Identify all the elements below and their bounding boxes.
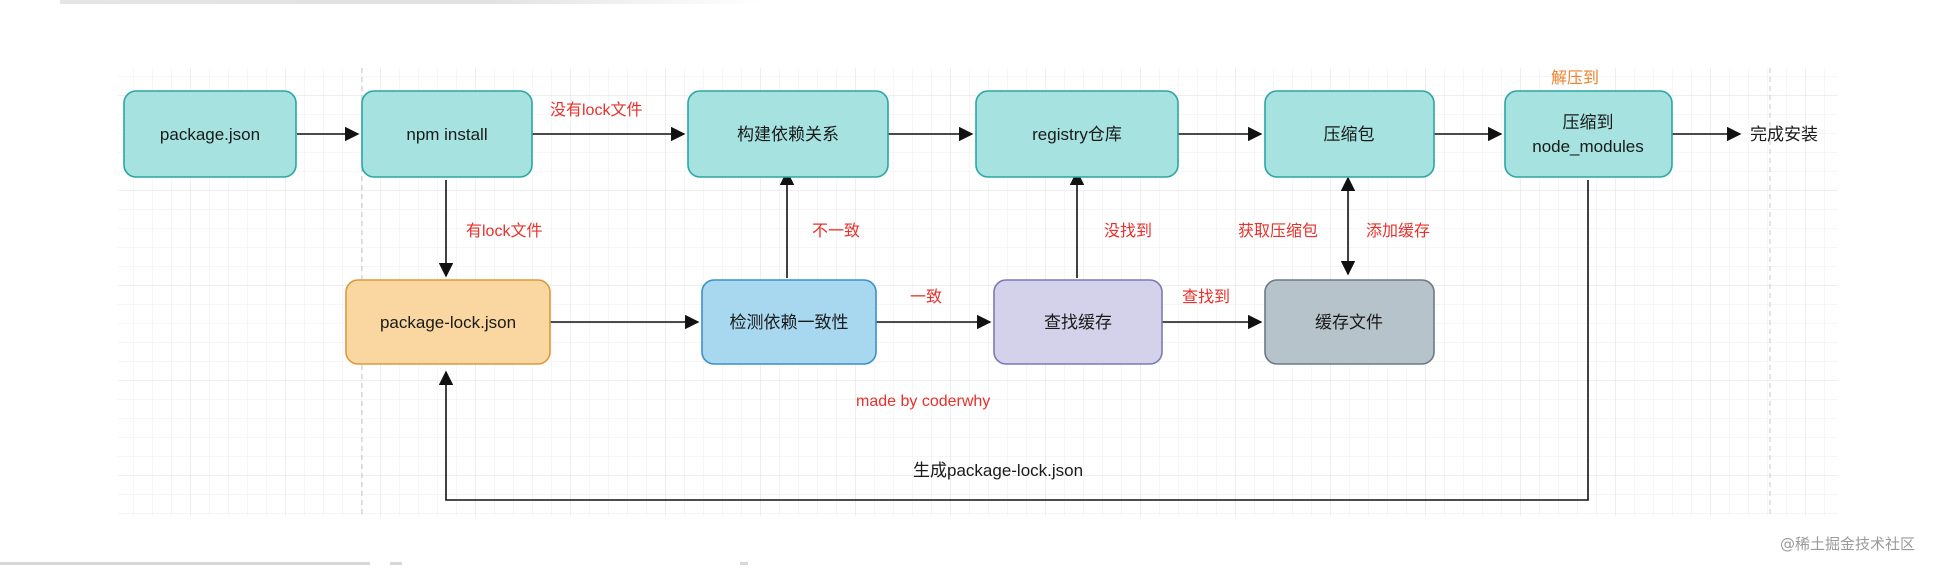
label-has-lock-file: 有lock文件 [466,222,542,240]
label-made-by: made by coderwhy [856,393,990,410]
watermark: @稀土掘金技术社区 [1779,535,1915,553]
node-package-lock: package-lock.json [345,279,551,365]
node-npm-install-label: npm install [406,125,487,144]
node-cache-files: 缓存文件 [1264,279,1435,365]
node-compressed-package-label: 压缩包 [1324,125,1375,144]
label-add-cache: 添加缓存 [1366,222,1430,240]
node-compressed-package: 压缩包 [1264,90,1435,178]
node-find-cache: 查找缓存 [993,279,1163,365]
node-npm-install: npm install [361,90,533,178]
node-extract-line1: 压缩到 [1563,113,1614,132]
node-registry-label: registry仓库 [1032,125,1122,144]
label-generate-lock: 生成package-lock.json [913,461,1083,480]
node-extract-to-node-modules: 压缩到 node_modules [1504,90,1673,178]
label-extract-to: 解压到 [1551,69,1599,87]
node-check-consistency: 检测依赖一致性 [701,279,877,365]
label-consistent: 一致 [910,288,942,306]
edge-generate-lock-return [438,180,1589,501]
node-package-json-label: package.json [160,125,260,144]
cropped-heading-remnant [60,0,760,4]
label-no-lock-file: 没有lock文件 [550,101,642,119]
label-not-found: 没找到 [1104,222,1152,240]
label-found: 查找到 [1182,288,1230,306]
node-build-deps: 构建依赖关系 [687,90,889,178]
label-install-done: 完成安装 [1750,125,1818,144]
node-cache-files-label: 缓存文件 [1315,313,1383,332]
node-extract-line2: node_modules [1532,137,1644,156]
node-find-cache-label: 查找缓存 [1044,313,1112,332]
node-registry: registry仓库 [975,90,1179,178]
node-package-json: package.json [123,90,297,178]
label-inconsistent: 不一致 [812,222,860,240]
label-get-compressed: 获取压缩包 [1238,222,1318,240]
bottom-cropped-strip [0,562,748,565]
node-package-lock-label: package-lock.json [380,313,516,332]
node-check-consistency-label: 检测依赖一致性 [730,313,849,332]
node-build-deps-label: 构建依赖关系 [737,125,839,144]
